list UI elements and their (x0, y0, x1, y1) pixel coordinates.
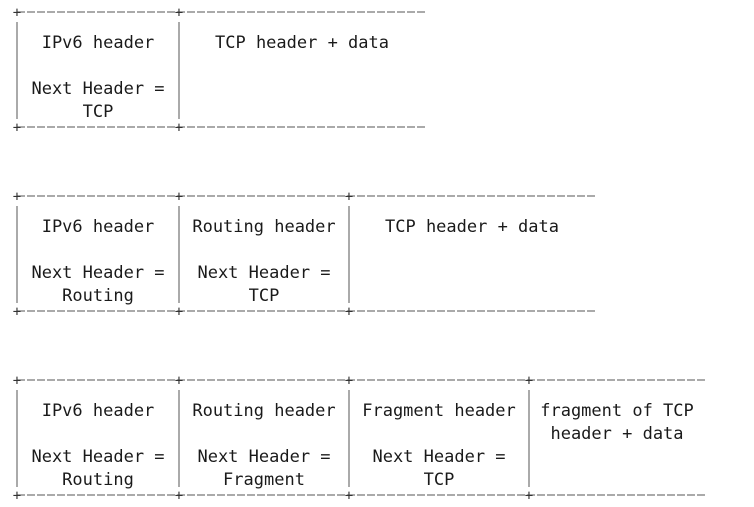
corner-plus: + (175, 120, 183, 136)
cell-text-line: TCP header + data (385, 217, 559, 237)
corner-plus: + (345, 304, 353, 320)
cell-text-line: TCP (83, 102, 114, 122)
cell-text-line: Routing header (192, 217, 335, 237)
cell-text-line: Next Header = (372, 447, 505, 467)
corner-plus: + (13, 304, 21, 320)
corner-plus: + (13, 189, 21, 205)
corner-plus: + (345, 488, 353, 504)
cell-text-line: header + data (550, 424, 683, 444)
cell-text-line: TCP (424, 470, 455, 490)
cell-text-line: TCP header + data (215, 33, 389, 53)
cell-text-line: Next Header = (31, 79, 164, 99)
corner-plus: + (13, 488, 21, 504)
cell-text-line: Next Header = (197, 447, 330, 467)
cell-text-line: Next Header = (31, 447, 164, 467)
cell-text-line: IPv6 header (42, 33, 155, 53)
corner-plus: + (175, 373, 183, 389)
corner-plus: + (175, 304, 183, 320)
cell-text-line: TCP (249, 286, 280, 306)
corner-plus: + (175, 5, 183, 21)
cell-text-line: IPv6 header (42, 401, 155, 421)
cell-text-line: IPv6 header (42, 217, 155, 237)
corner-plus: + (175, 488, 183, 504)
cell-text-line: Routing (62, 286, 134, 306)
cell-text-line: Fragment (223, 470, 305, 490)
corner-plus: + (175, 189, 183, 205)
corner-plus: + (345, 373, 353, 389)
corner-plus: + (13, 373, 21, 389)
cell-text-line: Next Header = (197, 263, 330, 283)
cell-text-line: Routing (62, 470, 134, 490)
corner-plus: + (13, 5, 21, 21)
cell-text-line: fragment of TCP (540, 401, 694, 421)
corner-plus: + (345, 189, 353, 205)
cell-text-line: Routing header (192, 401, 335, 421)
corner-plus: + (525, 373, 533, 389)
cell-text-line: Fragment header (362, 401, 516, 421)
corner-plus: + (525, 488, 533, 504)
corner-plus: + (13, 120, 21, 136)
cell-text-line: Next Header = (31, 263, 164, 283)
